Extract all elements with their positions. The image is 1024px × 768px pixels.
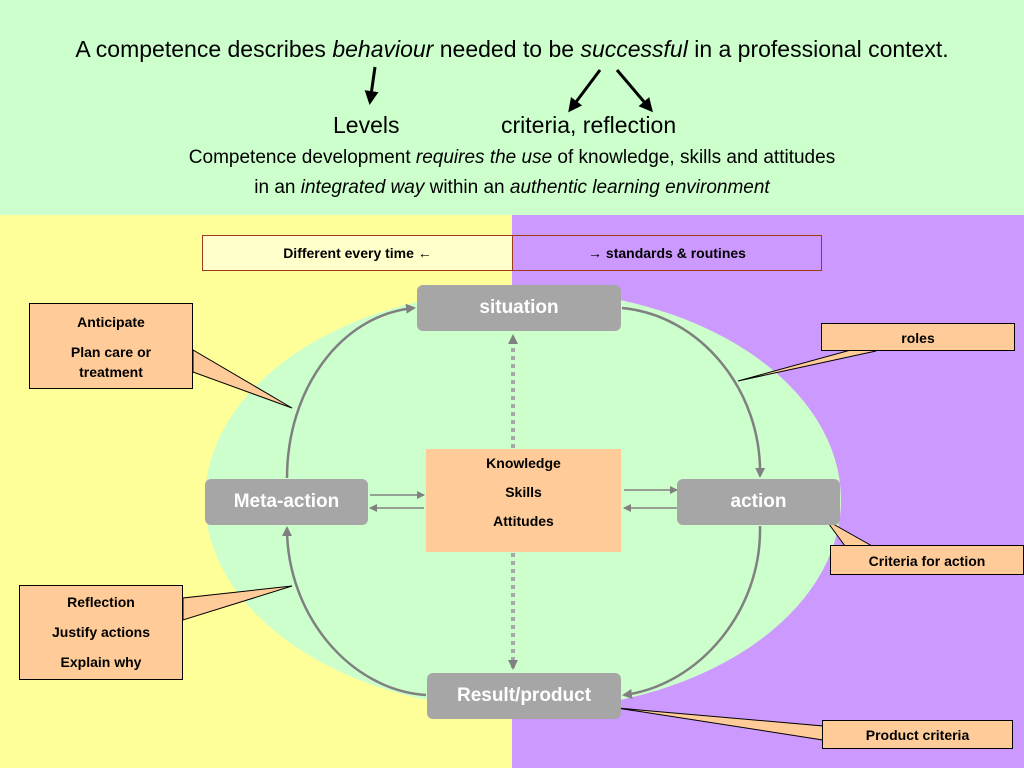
banner-different-every-time: Different every time ← [202, 235, 513, 271]
callout-reflection-title: Reflection [67, 594, 135, 610]
arrow-meta-situation [285, 303, 416, 479]
arrow-situation-action [621, 306, 766, 478]
competence-development-line: Competence development requires the use … [188, 147, 836, 168]
node-meta-action: Meta-action [205, 479, 368, 525]
banner-standards-routines: → standards & routines [512, 235, 822, 271]
callout-roles: roles [821, 323, 1015, 351]
arrow-successful-criteria [568, 69, 602, 113]
knowledge-label: Knowledge [486, 455, 561, 471]
arrow-action-result [622, 525, 762, 699]
callout-product-criteria: Product criteria [822, 720, 1013, 749]
callout-pointer-product [616, 707, 824, 741]
callout-reflection-line2: Justify actions [51, 624, 151, 640]
callout-pointer-anticipate [192, 349, 293, 409]
knowledge-skills-attitudes-box: Knowledge Skills Attitudes [426, 449, 621, 552]
levels-label: Levels [333, 112, 400, 138]
callout-pointer-reflection [182, 585, 293, 621]
callout-anticipate-line3: treatment [79, 364, 143, 380]
skills-label: Skills [505, 484, 542, 500]
callout-anticipate: Anticipate Plan care or treatment [29, 303, 193, 389]
callout-reflection: Reflection Justify actions Explain why [19, 585, 183, 680]
integrated-way-line: in an integrated way within an authentic… [254, 177, 770, 198]
arrow-result-meta [282, 526, 427, 697]
header-background [0, 0, 1024, 215]
criteria-label: criteria, reflection [501, 112, 677, 138]
arrow-successful-reflection [615, 69, 653, 113]
callout-product-label: Product criteria [865, 727, 970, 743]
attitudes-label: Attitudes [493, 513, 554, 529]
competence-definition: A competence describes behaviour needed … [75, 36, 949, 62]
callout-reflection-line3: Explain why [60, 654, 142, 670]
callout-roles-label: roles [901, 330, 935, 346]
callout-criteria-label: Criteria for action [868, 553, 986, 569]
callout-anticipate-title: Anticipate [77, 314, 145, 330]
node-result-product: Result/product [427, 673, 621, 719]
callout-anticipate-line2: Plan care or [70, 344, 152, 360]
node-situation: situation [417, 285, 621, 331]
node-action: action [677, 479, 840, 525]
arrow-behaviour-levels [364, 66, 379, 105]
callout-criteria-for-action: Criteria for action [830, 545, 1024, 575]
